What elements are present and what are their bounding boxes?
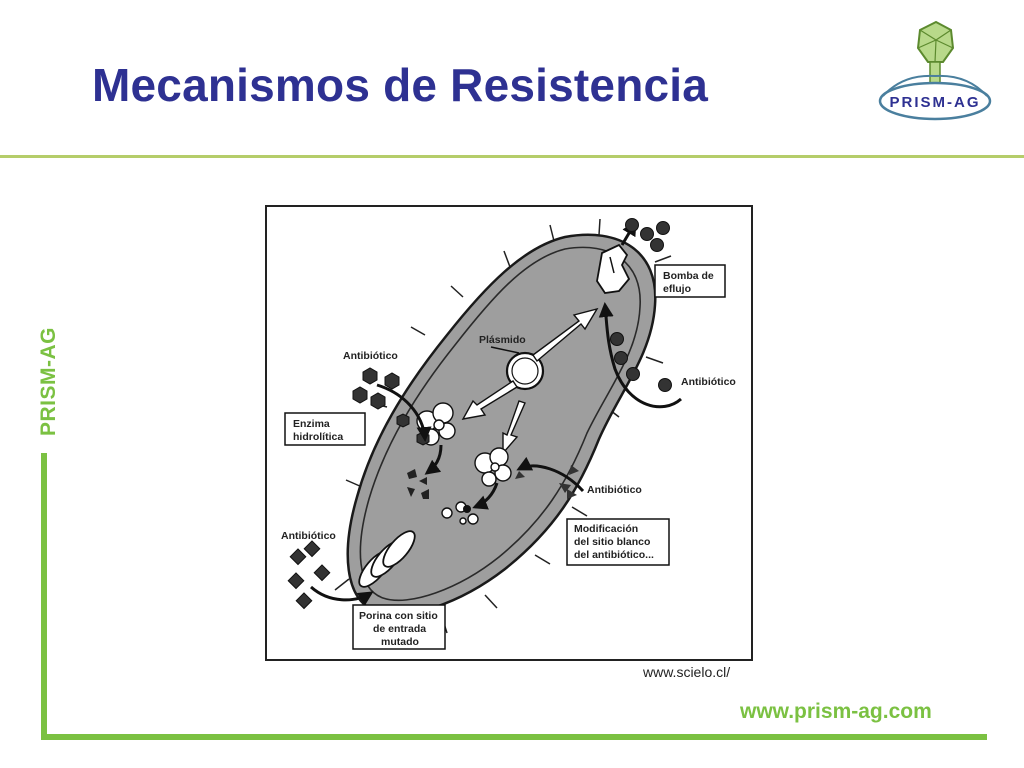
enzyme-label-line2: hidrolítica [293,431,343,443]
plasmid-arrows [461,307,599,455]
target-modification-arrow [472,482,499,510]
enzyme-entry-arrow [376,383,432,442]
efflux-arrow [598,302,682,409]
image-credit: www.scielo.cl/ [643,664,731,680]
mutated-porin [358,530,416,588]
header-divider [0,155,1024,158]
enzyme-label-line1: Enzima [293,418,330,430]
bacterium-inner-membrane [359,246,641,602]
enzyme-antibiotic-molecules [352,367,430,446]
hydrolysis-arrow [424,444,443,475]
target-label-line1: Modificación [574,523,638,535]
enzyme-label-box [284,412,366,446]
footer-url[interactable]: www.prism-ag.com [740,700,932,723]
efflux-antibiotic-molecules [610,218,672,392]
porin-entry-arrow [310,585,374,606]
efflux-pump-label-line1: Bomba de [663,270,714,282]
efflux-pump-label-box [654,264,726,298]
plasmid-label: Plásmido [479,334,526,346]
sidebar-brand-label: PRISM-AG [37,327,60,436]
enzyme-antibiotic-label: Antibiótico [343,350,398,362]
target-antibiotic-molecules [515,465,579,499]
frame-horizontal-bar [41,734,987,740]
porin-label-line1: Porina con sitio [359,610,438,622]
svg-text:PRISM-AG: PRISM-AG [890,94,981,111]
slide-title: Mecanismos de Resistencia [92,59,709,111]
porin-label-line3: mutado [381,636,419,648]
efflux-pump [596,243,631,294]
porin-antibiotic-molecules [287,540,331,610]
porin-label-line2: de entrada [373,623,426,635]
resistance-diagram: Plásmido Bomba de eflujo Antibiótico Ant… [265,205,753,661]
target-label-line2: del sitio blanco [574,536,650,548]
target-entry-arrow [516,456,585,493]
efflux-pump-label-line2: eflujo [663,283,691,295]
porin-antibiotic-label: Antibiótico [281,530,336,542]
efflux-antibiotic-label: Antibiótico [681,376,736,388]
bacterium-illustration: Plásmido Bomba de eflujo Antibiótico Ant… [281,218,736,650]
target-site-enzyme [474,447,512,487]
target-label-box [566,518,670,566]
porin-label-box [352,604,446,650]
target-antibiotic-label: Antibiótico [587,484,642,496]
frame-vertical-bar [41,453,47,740]
target-label-line3: del antibiótico... [574,549,654,561]
prism-ag-logo: PRISM-AG [878,20,992,121]
hydrolyzed-fragments [407,469,429,499]
